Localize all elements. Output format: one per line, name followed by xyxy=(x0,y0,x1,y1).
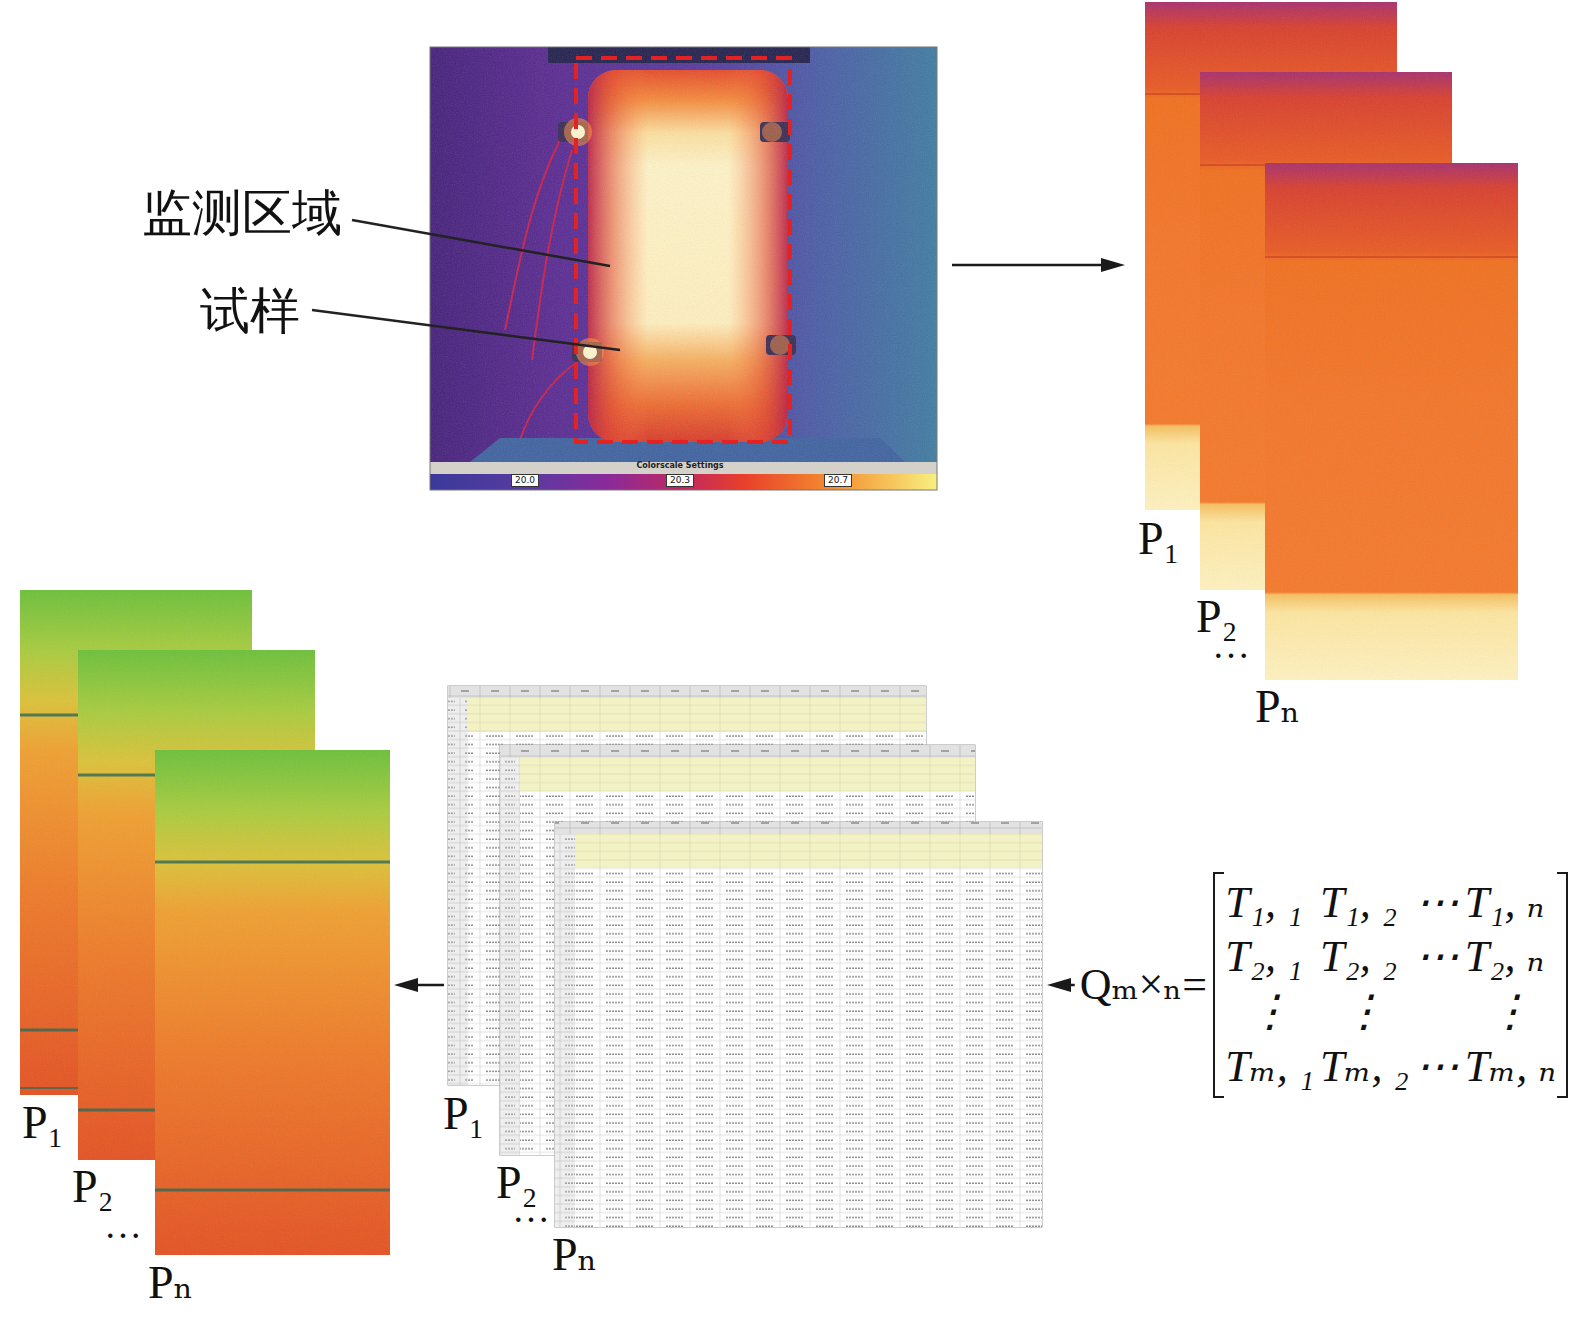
ellipsis: … xyxy=(512,1190,550,1228)
matrix-entry: Tₘ, ₂ xyxy=(1320,1042,1409,1093)
matrix-entry: T₁, ₙ xyxy=(1465,878,1545,929)
thermal-frame: Pₙ xyxy=(1265,163,1518,680)
matrix-entry: ⋮ xyxy=(1488,987,1532,1038)
spreadsheet-sheet xyxy=(555,822,1042,1227)
flow-arrow xyxy=(404,984,444,987)
crop-band xyxy=(1265,256,1518,258)
monitor-region-outline xyxy=(576,58,790,442)
temperature-map: P₂ xyxy=(78,650,315,1160)
matrix-symbol: Qₘ×ₙ= xyxy=(1080,963,1207,1007)
matrix-entry: ⋯ xyxy=(1415,878,1459,929)
temperature-matrix: Qₘ×ₙ=T₁, ₁T₁, ₂⋯T₁, ₙT₂, ₁T₂, ₂⋯T₂, ₙ⋮⋮⋮… xyxy=(1080,872,1568,1098)
frame-label: P₁ xyxy=(22,1100,64,1146)
matrix-entry: T₁, ₁ xyxy=(1225,878,1302,929)
thermal-crop xyxy=(1265,163,1518,680)
leader-line xyxy=(312,310,620,350)
photo-grain xyxy=(430,47,937,462)
colorbar-value: 20.3 xyxy=(666,474,694,487)
photo-border xyxy=(430,47,937,490)
thermal-crop-stack xyxy=(1145,2,1518,680)
matrix-entry: Tₘ, ₁ xyxy=(1225,1042,1314,1093)
spreadsheet-stack xyxy=(448,686,1042,1227)
colorbar xyxy=(430,474,937,490)
matrix-entry: ⋮ xyxy=(1248,987,1292,1038)
matrix-entry: T₂, ₁ xyxy=(1225,932,1302,983)
spreadsheet: Pₙ xyxy=(555,822,1042,1227)
matrix-entry: ⋯ xyxy=(1415,1042,1459,1093)
flow-arrow xyxy=(1057,984,1075,987)
matrix-entry: T₂, ₙ xyxy=(1465,932,1545,983)
thermal-frame: P₂ xyxy=(1200,72,1452,590)
colored-map-stack xyxy=(20,590,390,1255)
thermal-image: Colorscale Settings 20.0 20.3 20.7 xyxy=(430,47,937,490)
matrix-entry: T₁, ₂ xyxy=(1320,878,1397,929)
thermal-frame: P₁ xyxy=(1145,2,1397,510)
sheet-header xyxy=(555,822,1042,834)
sheet-row-numbers xyxy=(555,834,575,1227)
sheet-ground xyxy=(555,822,1042,1227)
temperature-map xyxy=(155,750,390,1255)
sheet-header xyxy=(500,745,975,757)
frame-label: Pₙ xyxy=(148,1260,193,1306)
sheet-header xyxy=(448,686,926,698)
photo-grain xyxy=(1265,163,1518,680)
matrix-bracket: T₁, ₁T₁, ₂⋯T₁, ₙT₂, ₁T₂, ₂⋯T₂, ₙ⋮⋮⋮Tₘ, ₁… xyxy=(1213,872,1568,1098)
flow-arrow xyxy=(952,264,1115,267)
crack-line xyxy=(155,1189,390,1192)
ellipsis: … xyxy=(1212,626,1250,664)
colorbar-title: Colorscale Settings xyxy=(636,462,723,470)
spreadsheet: P₁ xyxy=(448,686,926,1085)
sheet-row-numbers xyxy=(500,757,520,1155)
temperature-map: Pₙ xyxy=(155,750,390,1255)
leader-line xyxy=(352,220,610,266)
crack-line xyxy=(155,861,390,864)
colorbar-value: 20.0 xyxy=(511,474,539,487)
ellipsis: … xyxy=(104,1206,142,1244)
frame-label: Pₙ xyxy=(1255,684,1300,730)
photo-ground xyxy=(430,47,937,462)
connectors xyxy=(404,265,1115,985)
matrix-entry: Tₘ, ₙ xyxy=(1465,1042,1556,1093)
matrix-entry: T₂, ₂ xyxy=(1320,932,1397,983)
sheet-band xyxy=(575,834,1042,868)
temperature-map: P₁ xyxy=(20,590,252,1095)
callout-label: 监测区域 xyxy=(142,188,342,238)
sheet-band xyxy=(468,698,926,732)
sheet-cells xyxy=(575,868,1042,1227)
sheet-band xyxy=(520,757,975,791)
colorbar-value: 20.7 xyxy=(824,474,852,487)
frame-label: P₂ xyxy=(72,1164,114,1210)
matrix-entry: ⋮ xyxy=(1342,987,1386,1038)
thermal-photo xyxy=(430,47,937,490)
frame-label: P₁ xyxy=(1138,516,1180,562)
sheet-row-numbers xyxy=(448,698,468,1085)
matrix-entry: ⋯ xyxy=(1415,932,1459,983)
photo-grain xyxy=(155,750,390,1255)
spreadsheet: P₂ xyxy=(500,745,975,1155)
colorbar-strip xyxy=(430,462,937,474)
callout-label: 试样 xyxy=(200,286,300,336)
frame-label: Pₙ xyxy=(552,1232,597,1278)
frame-label: P₁ xyxy=(443,1091,485,1137)
